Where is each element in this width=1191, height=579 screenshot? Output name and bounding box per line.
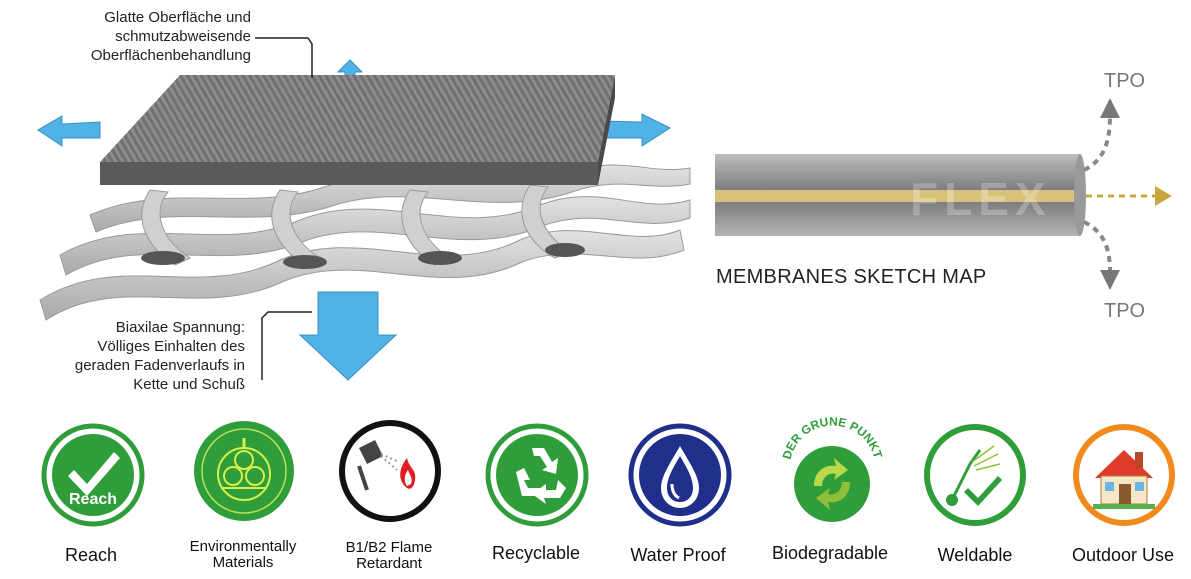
feature-label-environmental: Environmentally Materials: [189, 538, 297, 571]
weld-check-icon: [924, 424, 1026, 526]
top-leader-line: [255, 37, 313, 78]
environmental-label-icon: [194, 421, 294, 521]
sketch-title: MEMBRANES SKETCH MAP: [716, 266, 987, 288]
feature-label-outdoor-use: Outdoor Use: [1071, 545, 1175, 565]
coated-surface-slab: [100, 75, 615, 185]
arrow-down-tpo: [1083, 220, 1112, 273]
bottom-tpo-layer: [715, 202, 1080, 236]
membrane-layer-diagram: [37, 37, 691, 381]
fabric-core-layer: [715, 190, 1080, 202]
feature-label-reach: Reach: [64, 545, 118, 565]
tpo-bottom-label: TPO: [1104, 300, 1146, 322]
bottom-leader-line: [261, 311, 312, 380]
top-tpo-layer: [715, 154, 1080, 190]
watermark: FLEX: [910, 173, 1052, 225]
feature-label-water-proof: Water Proof: [630, 545, 726, 565]
bottom-note: Biaxilae Spannung: Völliges Einhalten de…: [74, 319, 245, 393]
feature-label-flame: B1/B2 Flame Retardant: [345, 539, 433, 572]
tpo-top-label: TPO: [1104, 70, 1146, 92]
water-drop-icon: [628, 423, 732, 527]
house-icon: [1073, 424, 1175, 526]
top-note: Glatte Oberfläche und schmutzabweisende …: [90, 9, 251, 64]
flame-retardant-icon: [339, 420, 441, 522]
reach-check-icon: Reach: [41, 423, 145, 527]
feature-label-recyclable: Recyclable: [491, 543, 581, 563]
membrane-sketch: FLEX: [715, 98, 1172, 290]
green-dot-icon: DER GRUNE PUNKT: [780, 414, 885, 522]
feature-label-weldable: Weldable: [937, 545, 1013, 565]
feature-label-biodegradable: Biodegradable: [771, 543, 889, 563]
svg-text:Reach: Reach: [69, 491, 117, 508]
recycle-icon: [485, 423, 589, 527]
arrow-up-tpo: [1083, 114, 1112, 172]
